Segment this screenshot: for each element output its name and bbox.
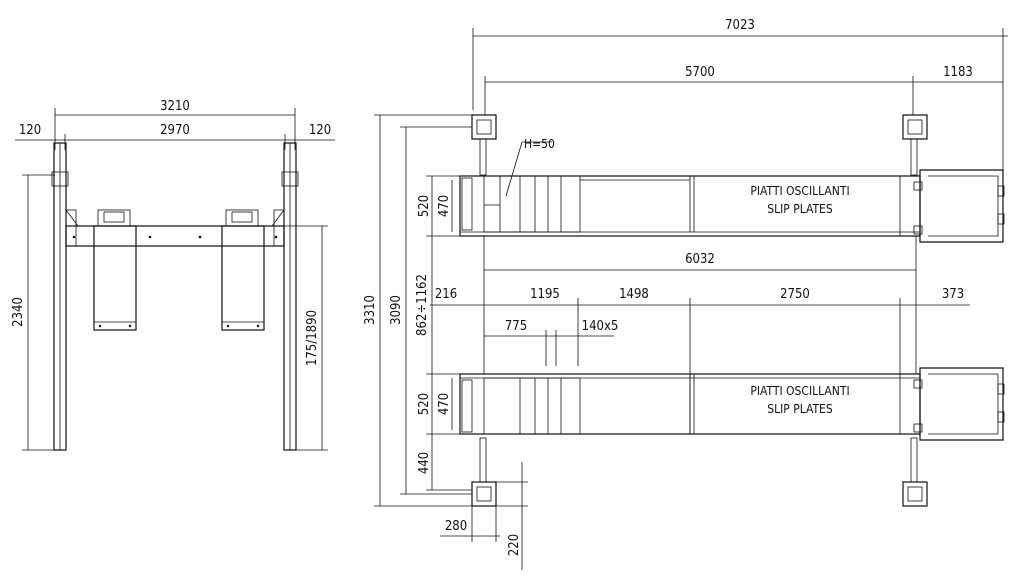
front-right-runway	[221, 209, 265, 331]
slip-plates-label-en-top: SLIP PLATES	[767, 202, 833, 216]
top-post-front-top	[471, 114, 497, 176]
dim-3310: 3310	[363, 295, 378, 325]
runway-top: PIATTI OSCILLANTI SLIP PLATES	[459, 175, 923, 237]
dim-373: 373	[942, 287, 964, 302]
dim-440: 440	[417, 452, 432, 474]
dim-3090: 3090	[389, 295, 404, 325]
dim-520-top: 520	[417, 195, 432, 217]
front-left-post	[51, 142, 69, 451]
dim-120-right: 120	[309, 123, 331, 138]
dim-overall-width-top: 3310	[363, 114, 472, 507]
dim-7023: 7023	[725, 18, 755, 33]
dim-post-spacing: 5700 1183	[484, 65, 1003, 115]
top-post-rear-top	[902, 114, 928, 176]
dim-post-offset: 440	[417, 434, 472, 491]
dim-775: 775	[505, 319, 527, 334]
dim-runway-width-bottom: 520 470	[417, 374, 460, 435]
slip-plates-label-en-bottom: SLIP PLATES	[767, 402, 833, 416]
dim-1498: 1498	[619, 287, 649, 302]
dim-470-bottom: 470	[437, 393, 452, 415]
slip-plates-label-it-bottom: PIATTI OSCILLANTI	[750, 384, 849, 398]
dim-height-front: 2340	[11, 174, 55, 451]
dim-1183: 1183	[943, 65, 973, 80]
ramp-height-note: H=50	[505, 137, 555, 197]
rear-ramp-bottom	[919, 367, 1005, 441]
dim-2970: 2970	[160, 123, 190, 138]
front-view: 3210 120 2970 120	[11, 99, 335, 451]
dim-2340: 2340	[11, 297, 26, 327]
dim-1195: 1195	[530, 287, 560, 302]
dim-520-bottom: 520	[417, 393, 432, 415]
dim-segments: 216 1195 1498 2750 373	[430, 287, 970, 434]
dim-sub-segments: 775 140x5	[484, 319, 618, 366]
note-h50: H=50	[524, 137, 555, 151]
dim-overall-length: 7023	[472, 18, 1008, 170]
dim-overall-width-front: 3210	[54, 99, 296, 150]
dim-variable-gap: 862÷1162	[415, 235, 460, 375]
dim-inner-width-top: 3090	[389, 126, 472, 495]
dim-175-1890: 175/1890	[305, 310, 320, 366]
dim-6032: 6032	[685, 252, 715, 267]
dim-3210: 3210	[160, 99, 190, 114]
dim-lift-height: 175/1890	[284, 225, 328, 451]
dim-470-top: 470	[437, 195, 452, 217]
dim-140x5: 140x5	[582, 319, 619, 334]
dim-280: 280	[445, 519, 467, 534]
dim-2750: 2750	[780, 287, 810, 302]
top-view: 7023 5700 1183	[363, 18, 1008, 570]
runway-bottom: PIATTI OSCILLANTI SLIP PLATES	[459, 373, 923, 435]
front-left-runway	[93, 209, 137, 331]
front-cross-beam	[65, 209, 285, 247]
dim-862-1162: 862÷1162	[415, 274, 430, 336]
dim-120-left: 120	[19, 123, 41, 138]
dim-5700: 5700	[685, 65, 715, 80]
rear-ramp-top	[919, 169, 1005, 243]
dim-220: 220	[507, 534, 522, 556]
front-right-post	[281, 142, 299, 451]
dim-post-base: 280 220	[440, 462, 528, 570]
top-post-front-bottom	[471, 437, 497, 507]
top-post-rear-bottom	[902, 437, 928, 507]
dim-runway-width-top: 520 470	[417, 175, 460, 236]
dim-inner-row-front: 120 2970 120	[15, 123, 335, 150]
dim-216: 216	[435, 287, 457, 302]
slip-plates-label-it-top: PIATTI OSCILLANTI	[750, 184, 849, 198]
